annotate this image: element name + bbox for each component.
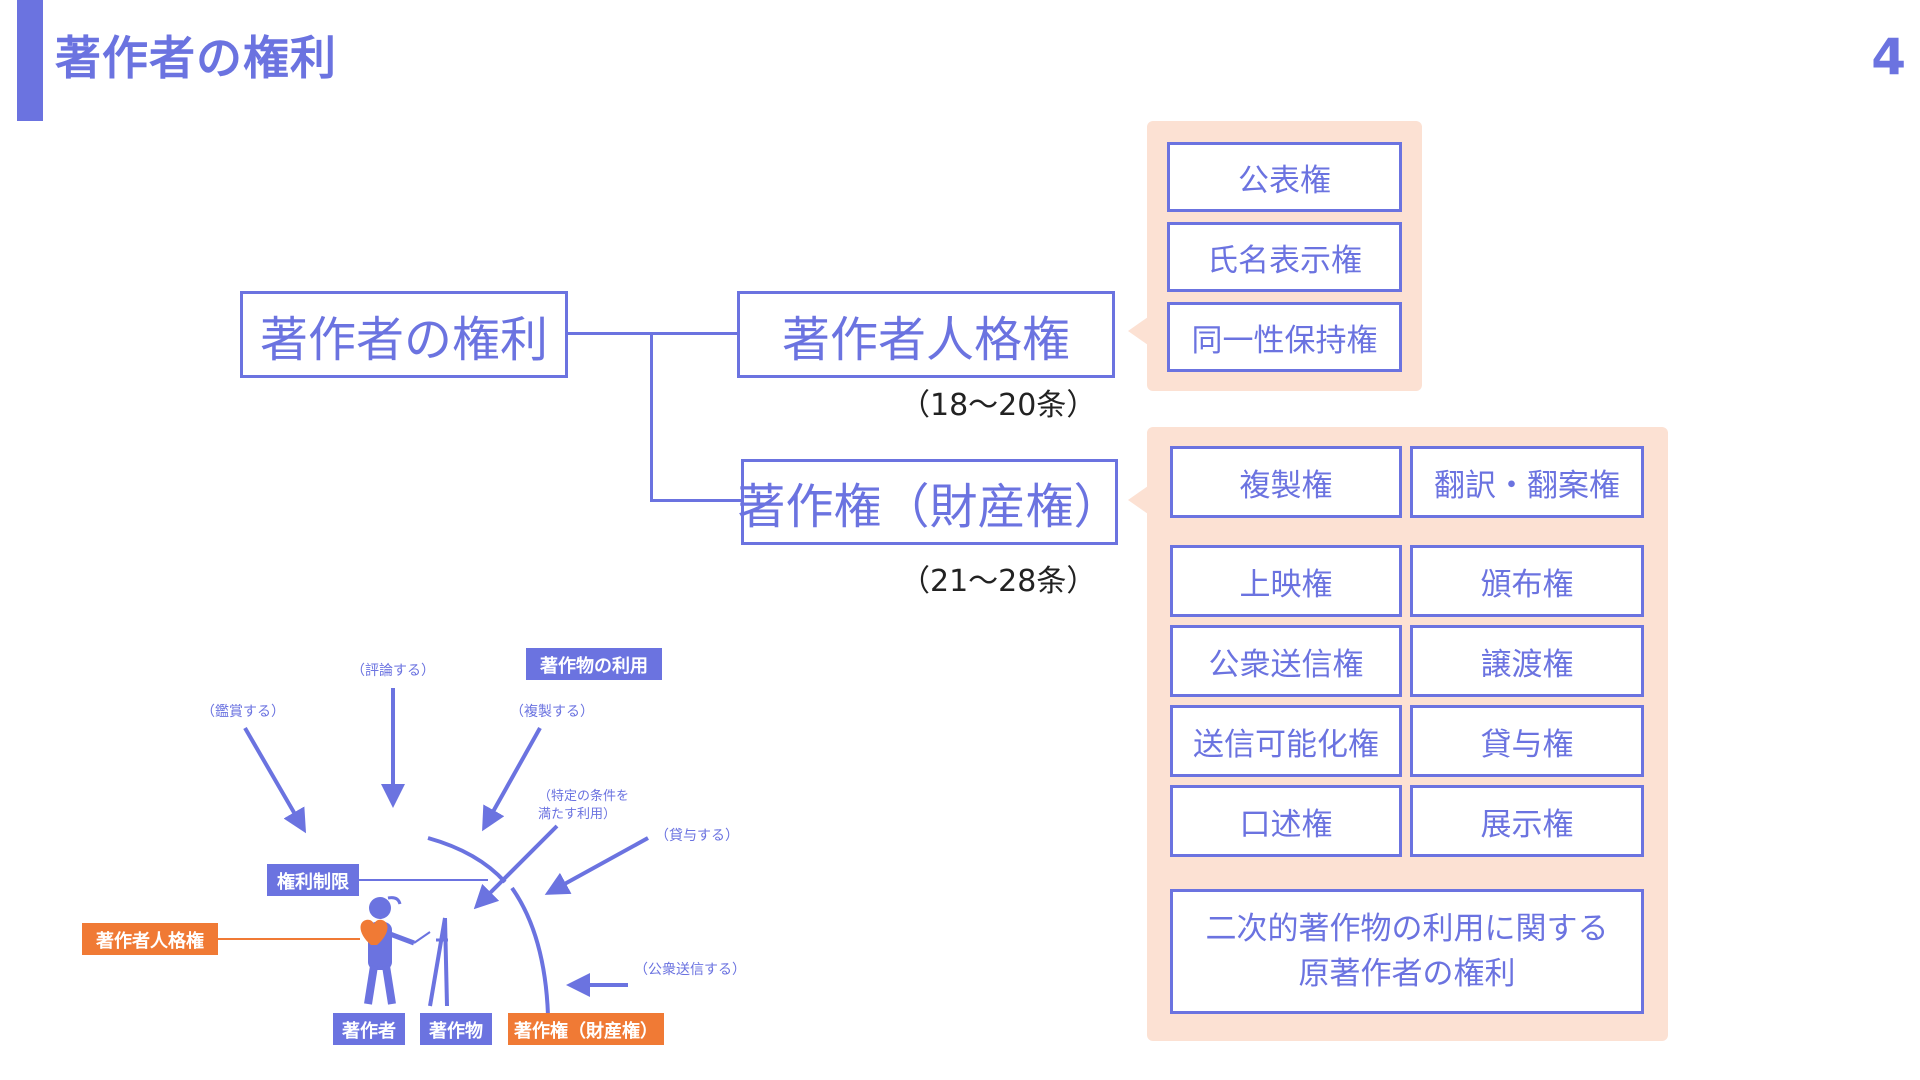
moral-rights-node: 著作者人格権 (737, 291, 1115, 378)
arrow-lend (544, 836, 649, 895)
copyright-item-label: 口述権 (1239, 806, 1333, 843)
copyright-item: 翻訳・翻案権 (1410, 446, 1644, 518)
heart-icon (360, 919, 388, 945)
copyright-label: 著作権（財産権） (737, 479, 1122, 535)
arrow-reproduce (482, 727, 542, 832)
copyright-item-label: 翻訳・翻案権 (1434, 467, 1620, 504)
moral-rights-articles: （18～20条） (900, 388, 1097, 423)
moral-right-item: 同一性保持権 (1167, 302, 1402, 372)
derivative-work-right: 二次的著作物の利用に関する 原著作者の権利 (1170, 889, 1644, 1014)
copyright-item: 譲渡権 (1410, 625, 1644, 697)
work-badge-text: 著作物 (428, 1020, 483, 1042)
moral-rights-badge-text: 著作者人格権 (95, 930, 204, 952)
work-use-badge (526, 648, 662, 680)
easel-icon (428, 917, 449, 1007)
root-node: 著作者の権利 (240, 291, 568, 378)
derivative-work-right-line1: 二次的著作物の利用に関する (1205, 910, 1609, 947)
rights-arc-outer (510, 886, 550, 1016)
copyright-item: 複製権 (1170, 446, 1402, 518)
copyright-item-label: 展示権 (1480, 806, 1574, 843)
copyright-item: 頒布権 (1410, 545, 1644, 617)
copyright-item-label: 上映権 (1239, 566, 1333, 603)
connector-trunk (650, 332, 653, 502)
moral-right-item-label: 同一性保持権 (1191, 322, 1378, 359)
copyright-articles: （21～28条） (900, 564, 1097, 599)
moral-right-item-label: 公表権 (1238, 162, 1331, 199)
moral-right-item-label: 氏名表示権 (1207, 242, 1362, 279)
moral-rights-badge (82, 923, 218, 955)
copyright-item: 送信可能化権 (1170, 705, 1402, 777)
page-title: 著作者の権利 (55, 31, 337, 85)
copyright-item-label: 貸与権 (1480, 726, 1574, 763)
derivative-work-right-line2: 原著作者の権利 (1298, 955, 1516, 992)
connector-copyright (650, 499, 742, 502)
author-figure-icon (364, 896, 431, 1005)
limitation-badge (267, 864, 359, 896)
arrow-appreciate (243, 726, 307, 834)
action-label-transmit: （公衆送信する） (634, 962, 746, 978)
author-badge (333, 1013, 405, 1045)
copyright-item-label: 送信可能化権 (1193, 726, 1379, 763)
rights-arc-inner (427, 836, 507, 884)
action-label-review: （評論する） (351, 663, 435, 679)
copyright-item-label: 公衆送信権 (1208, 646, 1364, 683)
copyright-badge (508, 1013, 664, 1045)
copyright-panel-pointer (1128, 486, 1148, 514)
title-accent-bar (17, 0, 43, 121)
action-label-conditional-use: （特定の条件を (538, 788, 629, 804)
action-label-conditional-use-2: 満たす利用） (538, 807, 616, 822)
author-badge-text: 著作者 (341, 1020, 396, 1042)
limitation-badge-text: 権利制限 (277, 871, 350, 893)
copyright-item: 展示権 (1410, 785, 1644, 857)
moral-rights-label: 著作者人格権 (781, 311, 1070, 368)
connector-root (568, 332, 650, 335)
action-label-appreciate: （鑑賞する） (201, 703, 285, 720)
copyright-item: 貸与権 (1410, 705, 1644, 777)
moral-rights-panel-pointer (1128, 317, 1148, 345)
action-label-reproduce: （複製する） (510, 703, 594, 720)
copyright-item: 上映権 (1170, 545, 1402, 617)
action-label-lend: （貸与する） (655, 828, 739, 844)
copyright-node: 著作権（財産権） (738, 459, 1122, 545)
copyright-item-label: 頒布権 (1480, 566, 1574, 603)
arrow-conditional-use (473, 824, 559, 910)
copyright-item-label: 譲渡権 (1480, 646, 1574, 683)
connector-moral (650, 332, 738, 335)
work-badge (420, 1013, 492, 1045)
copyright-badge-text: 著作権（財産権） (513, 1020, 658, 1042)
copyright-item: 公衆送信権 (1170, 625, 1402, 697)
moral-right-item: 氏名表示権 (1167, 222, 1402, 292)
copyright-item-label: 複製権 (1239, 467, 1333, 504)
root-node-label: 著作者の権利 (259, 311, 548, 368)
page-number: 4 (1871, 28, 1906, 86)
work-use-badge-text: 著作物の利用 (539, 655, 648, 677)
moral-right-item: 公表権 (1167, 142, 1402, 212)
copyright-item: 口述権 (1170, 785, 1402, 857)
